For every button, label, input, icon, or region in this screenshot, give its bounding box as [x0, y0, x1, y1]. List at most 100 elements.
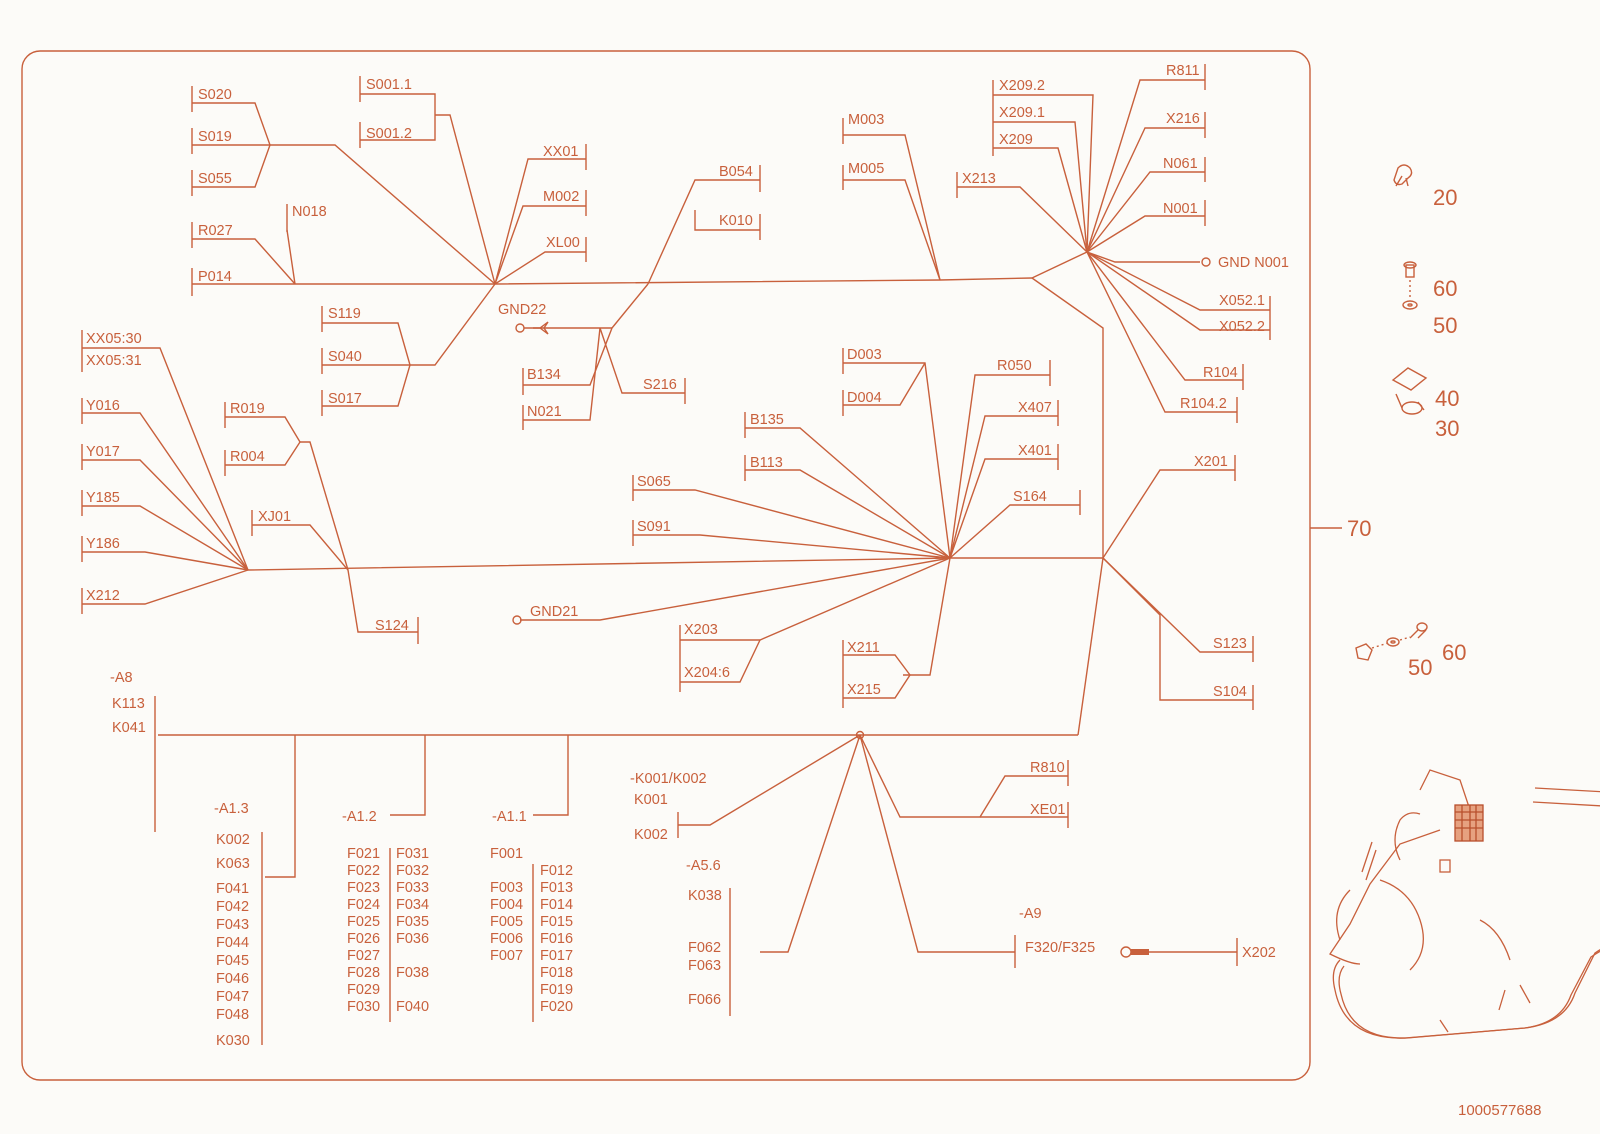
label-n018: N018 [292, 204, 327, 220]
label-f044: F044 [216, 935, 249, 951]
label-r811: R811 [1166, 63, 1200, 79]
label-r104-2: R104.2 [1180, 396, 1227, 412]
label-s020: S020 [198, 87, 232, 103]
harness-frame [21, 50, 1311, 1081]
label-x052-1: X052.1 [1219, 293, 1265, 309]
label-m002: M002 [543, 189, 579, 205]
label-f062: F062 [688, 940, 721, 956]
callout-50-b: 50 [1408, 655, 1432, 680]
label-f012: F012 [540, 863, 573, 879]
label-k010: K010 [719, 213, 753, 229]
label-f043: F043 [216, 917, 249, 933]
label-x213: X213 [962, 171, 996, 187]
label-k001: K001 [634, 792, 668, 808]
label-x401: X401 [1018, 443, 1052, 459]
label-k041: K041 [112, 720, 146, 736]
callout-40: 40 [1435, 386, 1459, 411]
label-gnd22: GND22 [498, 302, 546, 318]
label-x052-2: X052.2 [1219, 319, 1265, 335]
label-s216: S216 [643, 377, 677, 393]
ground-terminal-icon [515, 323, 525, 333]
ring-terminal-icon [1120, 946, 1149, 958]
label-xx05-30: XX05:30 [86, 331, 142, 347]
label-k063: K063 [216, 856, 250, 872]
label-xx01: XX01 [543, 144, 578, 160]
label-y017: Y017 [86, 444, 120, 460]
label-a8: -A8 [110, 670, 133, 686]
label-x209-2: X209.2 [999, 78, 1045, 94]
label-f004: F004 [490, 897, 523, 913]
label-f033: F033 [396, 880, 429, 896]
label-f040: F040 [396, 999, 429, 1015]
label-f041: F041 [216, 881, 249, 897]
label-f022: F022 [347, 863, 380, 879]
label-a5-6: -A5.6 [686, 858, 721, 874]
label-a9: -A9 [1019, 906, 1042, 922]
label-f024: F024 [347, 897, 380, 913]
label-f021: F021 [347, 846, 380, 862]
label-s104: S104 [1213, 684, 1247, 700]
label-a1-1: -A1.1 [492, 809, 527, 825]
label-f026: F026 [347, 931, 380, 947]
label-x211: X211 [847, 640, 880, 656]
label-xl00: XL00 [546, 235, 580, 251]
label-f063: F063 [688, 958, 721, 974]
screw-icon [1403, 261, 1417, 298]
label-f048: F048 [216, 1007, 249, 1023]
label-f019: F019 [540, 982, 573, 998]
connector-labels: S020 S019 S055 S001.1 S001.2 XX01 M002 X… [86, 63, 1289, 1049]
harness-thumbnail-image [1329, 769, 1600, 1039]
label-f003: F003 [490, 880, 523, 896]
label-x212: X212 [86, 588, 120, 604]
label-s019: S019 [198, 129, 232, 145]
label-k001-k002: -K001/K002 [630, 771, 707, 787]
label-b134: B134 [527, 367, 561, 383]
callout-60-b: 60 [1442, 640, 1466, 665]
label-x202: X202 [1242, 945, 1276, 961]
label-s164: S164 [1013, 489, 1047, 505]
label-r810: R810 [1030, 760, 1065, 776]
label-k002-b: K002 [216, 832, 250, 848]
label-f007: F007 [490, 948, 523, 964]
label-xe01: XE01 [1030, 802, 1065, 818]
label-s001-2: S001.2 [366, 126, 412, 142]
label-s065: S065 [637, 474, 671, 490]
label-r027: R027 [198, 223, 233, 239]
frame-callout: 70 [1347, 516, 1371, 541]
label-s017: S017 [328, 391, 362, 407]
label-d004: D004 [847, 390, 882, 406]
label-m005: M005 [848, 161, 884, 177]
callout-30: 30 [1435, 416, 1459, 441]
label-k002-a: K002 [634, 827, 668, 843]
label-gnd-n001: GND N001 [1218, 255, 1289, 271]
label-x407: X407 [1018, 400, 1052, 416]
label-f020: F020 [540, 999, 573, 1015]
label-s055: S055 [198, 171, 232, 187]
label-k038: K038 [688, 888, 722, 904]
label-f028: F028 [347, 965, 380, 981]
label-d003: D003 [847, 347, 882, 363]
label-x216: X216 [1166, 111, 1200, 127]
label-f034: F034 [396, 897, 429, 913]
label-y016: Y016 [86, 398, 120, 414]
label-x215: X215 [847, 682, 881, 698]
label-m003: M003 [848, 112, 884, 128]
label-s119: S119 [328, 306, 361, 322]
label-f005: F005 [490, 914, 523, 930]
label-f023: F023 [347, 880, 380, 896]
label-f017: F017 [540, 948, 573, 964]
label-x201: X201 [1194, 454, 1228, 470]
label-f016: F016 [540, 931, 573, 947]
label-f025: F025 [347, 914, 380, 930]
parts-list: 20 60 50 40 30 50 [1355, 164, 1466, 680]
label-xj01: XJ01 [258, 509, 291, 525]
ground-terminal-icon [512, 615, 522, 625]
label-b054: B054 [719, 164, 753, 180]
label-s001-1: S001.1 [366, 77, 412, 93]
callout-60-a: 60 [1433, 276, 1457, 301]
label-s040: S040 [328, 349, 362, 365]
label-a1-2: -A1.2 [342, 809, 377, 825]
doc-number: 1000577688 [1458, 1102, 1541, 1119]
label-f046: F046 [216, 971, 249, 987]
